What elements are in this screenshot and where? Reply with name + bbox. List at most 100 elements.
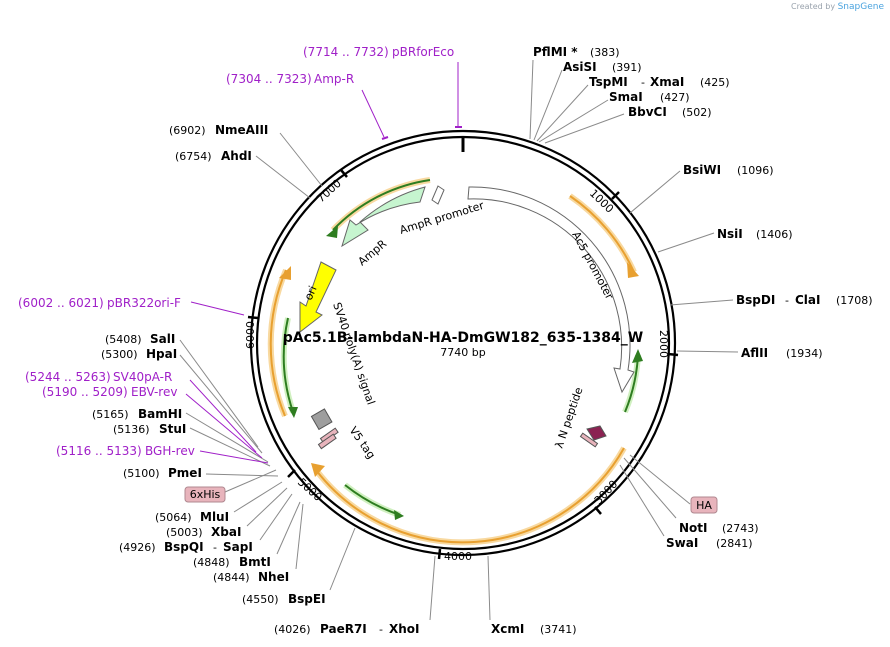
enzyme-pos-bmti: (4848) — [193, 556, 230, 569]
enzyme-pmei: (5100) PmeI — [123, 466, 202, 480]
orf-arc-2-core — [315, 447, 625, 544]
backbone-inner — [255, 135, 671, 551]
orf-arc-5-core — [282, 317, 294, 413]
leader-xcmi — [487, 555, 491, 621]
orf-arrowhead-4 — [326, 226, 338, 238]
enzyme-name-bmti: BmtI — [239, 555, 271, 569]
enzyme-pos-nmeaiii: (6902) — [169, 124, 206, 137]
primer-leaders — [185, 62, 462, 464]
primer-sv40pa-r: (5244 .. 5263)SV40pA-R — [25, 370, 172, 384]
enzyme-name-ahdi: AhdI — [221, 149, 252, 163]
leader-tspmi — [536, 84, 589, 142]
leader-nmeaiii — [279, 132, 323, 187]
credit-prefix: Created by — [791, 2, 836, 11]
enzyme-name-sali: SalI — [150, 332, 175, 346]
leader-6xhis — [224, 469, 277, 493]
leader-sali — [179, 339, 259, 448]
enzyme-pos-pmei: (5100) — [123, 467, 160, 480]
primer-range-pbrforeco: (7714 .. 7732) — [303, 45, 389, 59]
box-6xhis-bg — [184, 486, 226, 503]
enzyme-pos-hpai: (5300) — [101, 348, 138, 361]
tick-4000 — [437, 548, 442, 560]
primer-pbr322ori: (6002 .. 6021)pBR322ori-F — [18, 296, 181, 310]
enzyme-pos-smai: (427) — [660, 91, 690, 104]
snapgene-logo: SnapGene — [837, 2, 884, 12]
enzyme-sali: (5408)SalI — [105, 332, 175, 346]
enzyme-name-smai: SmaI — [609, 90, 643, 104]
enzyme-name-swai: SwaI — [666, 536, 698, 550]
enzyme-swai: SwaI(2841) — [666, 536, 753, 550]
leader-ampr-primer — [361, 89, 385, 138]
enzyme-mlui: (5064) MluI — [155, 510, 229, 524]
enzyme-aflii: AflII(1934) — [741, 346, 823, 360]
enzyme-pos-xbai: (5003) — [166, 526, 203, 539]
leader-bspei — [329, 527, 356, 591]
orf-arrowhead-2 — [311, 463, 325, 477]
plasmid-name: pAc5.1B-lambdaN-HA-DmGW182_635-1384_W — [283, 330, 643, 346]
enzyme-pos-mlui: (5064) — [155, 511, 192, 524]
enzyme-name-hpai: HpaI — [146, 347, 177, 361]
primer-name-sv40pa-r: SV40pA-R — [113, 370, 172, 384]
label-ampr-promoter: AmpR promoter — [398, 199, 486, 237]
leader-paer7i — [429, 555, 436, 621]
enzyme-name2-paer7i: XhoI — [389, 622, 420, 636]
orf-arc-1-core — [569, 195, 635, 273]
leader-aflii — [676, 350, 739, 353]
enzyme-bspqi: (4926)BspQI-SapI — [119, 540, 253, 554]
enzyme-pos-bamhi: (5165) — [92, 408, 129, 421]
enzyme-nhei: (4844)NheI — [213, 570, 289, 584]
tick-2000 — [667, 352, 679, 357]
primer-name-pbrforeco: pBRforEco — [392, 45, 454, 59]
tick-6000 — [247, 315, 259, 320]
enzyme-name-pmei: PmeI — [168, 466, 202, 480]
enzyme-nsii: NsiI(1406) — [717, 227, 793, 241]
credit: Created by SnapGene — [791, 2, 884, 12]
enzyme-pos-bbvci: (502) — [682, 106, 712, 119]
enzyme-pos-pflmi: (383) — [590, 46, 620, 59]
tick-7000 — [340, 169, 348, 178]
orf-arrowhead-5 — [288, 407, 298, 418]
primer-name-pbr322ori: pBR322ori-F — [107, 296, 181, 310]
enzyme-nmeaiii: (6902)NmeAIII — [169, 123, 268, 137]
enzyme-name-nsii: NsiI — [717, 227, 743, 241]
enzyme-pos-bspei: (4550) — [242, 593, 279, 606]
primer-mark-ampr — [381, 136, 389, 140]
leader-nhei — [295, 503, 304, 570]
enzyme-paer7i: (4026)PaeR7I-XhoI — [274, 622, 420, 636]
label-lambdan: λ N peptide — [553, 385, 586, 450]
enzyme-pos-aflii: (1934) — [786, 347, 823, 360]
v5tag-box-2 — [317, 433, 337, 450]
leader-sv40pa-r — [189, 379, 257, 453]
leader-ha — [629, 454, 691, 505]
tick-3000 — [594, 506, 602, 515]
plasmid-length: 7740 bp — [440, 346, 485, 359]
leader-stui — [189, 427, 271, 467]
box-ha-bg — [690, 496, 718, 514]
enzyme-pos-ahdi: (6754) — [175, 150, 212, 163]
enzyme-bspei: (4550)BspEI — [242, 592, 326, 606]
enzyme-dash-paer7i: - — [379, 623, 383, 636]
tick-group: 1000 2000 3000 4000 5000 6000 7000 — [244, 169, 679, 563]
leader-ahdi — [255, 155, 311, 199]
leader-swai — [619, 464, 665, 537]
enzyme-name-mlui: MluI — [200, 510, 229, 524]
enzyme-name-nhei: NheI — [258, 570, 289, 584]
enzyme-hpai: (5300) HpaI — [101, 347, 177, 361]
leader-nsii — [657, 232, 715, 253]
enzyme-pos-paer7i: (4026) — [274, 623, 311, 636]
enzyme-pos-stui: (5136) — [113, 423, 150, 436]
enzyme-pos-tspmi: (425) — [700, 76, 730, 89]
enzyme-tspmi: TspMI-XmaI(425) — [589, 75, 730, 89]
leader-bsiwi — [629, 170, 681, 214]
enzyme-name-bamhi: BamHI — [138, 407, 182, 421]
leader-bspdi — [669, 299, 734, 306]
enzyme-pos-bspqi: (4926) — [119, 541, 156, 554]
enzyme-name2-bspdi: ClaI — [795, 293, 820, 307]
primer-name-ampr: Amp-R — [314, 72, 354, 86]
lambdan-box — [586, 425, 607, 441]
enzyme-name-noti: NotI — [679, 521, 708, 535]
tick-label-2000: 2000 — [657, 330, 670, 358]
primer-range-ebv-rev: (5190 .. 5209) — [42, 385, 128, 399]
ampr-arrow — [341, 186, 426, 248]
